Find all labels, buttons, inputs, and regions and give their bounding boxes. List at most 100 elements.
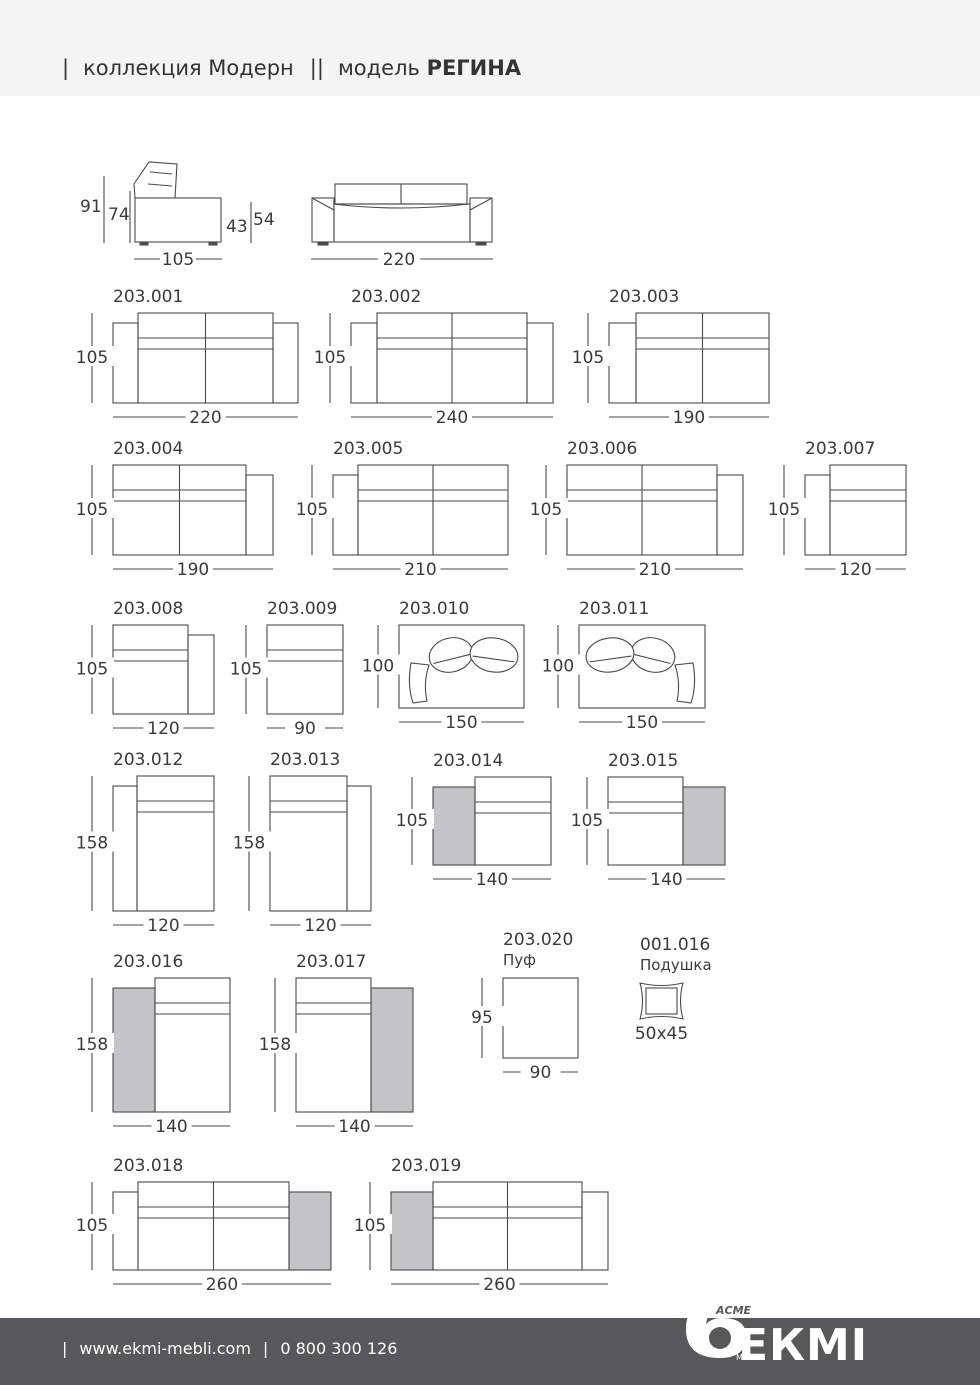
page-header: |коллекция Модерн||модель РЕГИНА [0,0,980,96]
height-dim-label: 158 [259,1035,291,1055]
module-code: 203.016 [113,952,183,972]
label-bg [635,559,675,579]
height-dim-label: 105 [314,348,346,368]
label-bg [520,1062,561,1082]
armrest [332,474,359,556]
module-code: 203.018 [113,1156,183,1176]
label-bg [334,1116,375,1136]
module-code: 203.005 [333,439,403,459]
label-bg [390,809,434,829]
label-bg [290,498,334,518]
module-203.004: 203.004 105 190 [70,439,274,580]
armrest [346,785,372,912]
seat-frame [474,776,552,866]
label-bg [646,869,687,889]
armrest [432,786,476,866]
armrest [187,634,215,715]
width-dim-label: 240 [436,408,468,428]
label-bg [622,712,662,732]
label-bg [669,407,709,427]
label-bg [143,718,184,738]
module-code: 203.004 [113,439,183,459]
label-bg [479,1274,520,1294]
label-bg [472,869,512,889]
seat-frame [607,776,684,866]
module-code: 203.001 [113,287,183,307]
side-back-cushion [133,161,178,199]
logo-mark-hole [709,1327,731,1349]
width-dim-label: 210 [404,560,436,580]
header-separator: | [62,56,70,80]
height-dim-label: 105 [296,500,328,520]
label-bg [460,1006,504,1026]
width-dim-label: 120 [839,560,871,580]
armrest [112,322,139,404]
armrest [245,474,274,556]
height-dim-label: 158 [76,1035,108,1055]
modules-group: 203.001105220203.002105240203.0031051902… [70,287,907,1295]
label-bg [70,346,114,366]
width-dim-label: 90 [530,1063,552,1083]
label-bg [308,346,352,366]
width-dim-label: 150 [626,713,658,733]
model-name: РЕГИНА [426,56,522,80]
side-cushion-lines [147,171,173,187]
dim-label: 91 [80,197,102,217]
armrest [408,662,430,704]
front-seat-curve [332,203,470,209]
dim-label: 54 [253,210,275,230]
label-bg [70,1214,114,1234]
label-bg [70,498,114,518]
phone-number[interactable]: 0 800 300 126 [280,1339,398,1358]
pillow-shape [639,982,684,1020]
armrest [112,785,138,912]
cushion-seam [472,655,515,663]
label-bg [224,657,268,678]
cushion-seam [433,653,471,665]
width-dim-label: 190 [177,560,209,580]
height-dim-label: 100 [542,657,574,677]
height-dim-label: 105 [530,500,562,520]
module-subtitle: Пуф [503,951,536,969]
label-bg [300,915,341,935]
seat-frame [269,775,348,912]
logo-mark [685,1294,746,1358]
model-prefix: модель [337,56,420,80]
footer-contacts: |www.ekmi-mebli.com|0 800 300 126 [62,1339,397,1358]
footer-separator: | [262,1339,269,1358]
height-dim-label: 105 [76,500,108,520]
width-dim-label: 260 [206,1275,238,1295]
armrest [112,1191,139,1271]
label-bg [253,1033,297,1053]
module-code: 203.009 [267,599,337,619]
size-label: 50x45 [635,1024,688,1044]
module-code: 203.011 [579,599,649,619]
page-footer: |www.ekmi-mebli.com|0 800 300 126 [0,1318,980,1385]
armrest [288,1191,332,1271]
headrest-cushion [585,637,635,673]
height-dim-label: 105 [572,348,604,368]
width-dim-label: 210 [639,560,671,580]
height-dim-label: 158 [76,834,108,854]
label-bg [70,1033,114,1053]
module-code: 203.014 [433,751,503,771]
module-code: 203.010 [399,599,469,619]
module-subtitle: Подушка [640,956,712,974]
logo-sub-text: МЕБЛІ [736,1353,832,1362]
armrest [608,322,637,404]
label-bg [762,498,806,518]
armrest [581,1191,609,1271]
headrest-cushion [469,637,519,673]
label-bg [143,915,184,935]
website-link[interactable]: www.ekmi-mebli.com [79,1339,251,1358]
side-seat-shape [134,197,222,243]
